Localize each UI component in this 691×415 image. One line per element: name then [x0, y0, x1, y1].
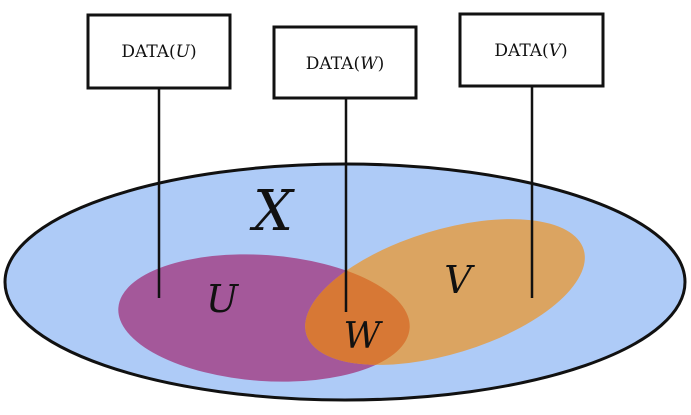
data-box-w-label: DATA(W) — [306, 54, 384, 74]
region-u-label: U — [206, 277, 240, 321]
data-box-v-label: DATA(V) — [494, 41, 567, 61]
data-box-u — [86, 13, 232, 90]
data-box-w — [272, 25, 418, 100]
data-box-v — [458, 12, 605, 88]
space-x-label: X — [249, 179, 295, 244]
region-w-label: W — [343, 316, 383, 357]
region-v-label: V — [444, 258, 475, 302]
data-box-u-label: DATA(U) — [121, 42, 196, 62]
